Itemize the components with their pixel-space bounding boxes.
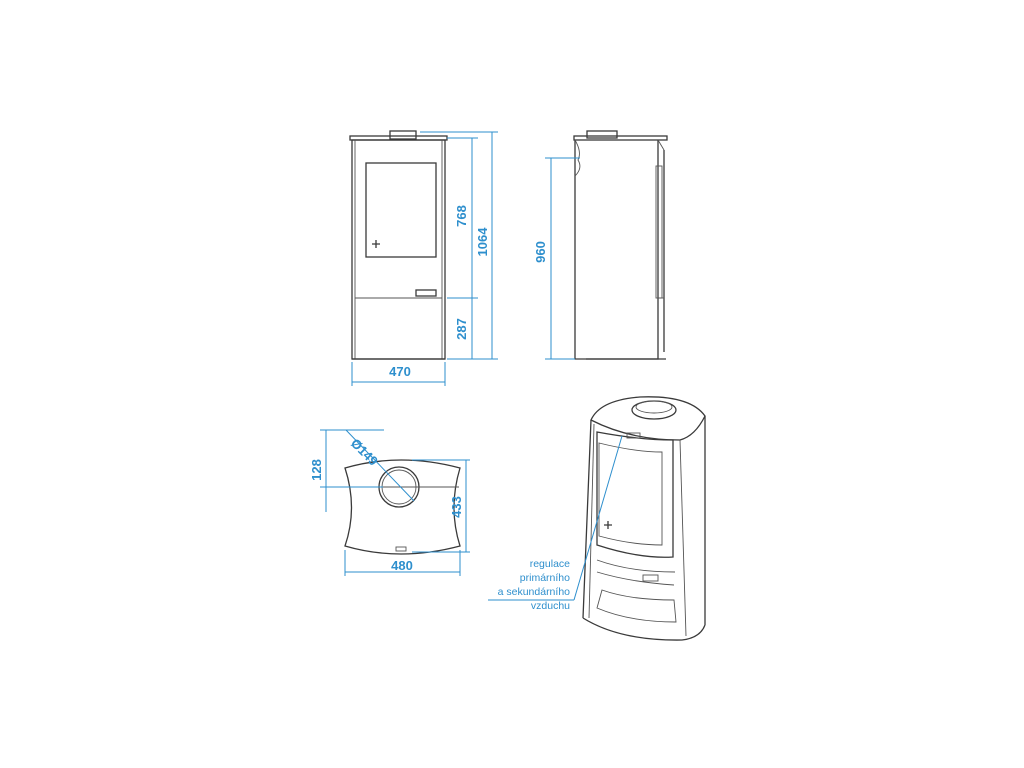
dim-base-height: 287 <box>454 318 469 340</box>
iso-view <box>582 396 706 641</box>
iso-door <box>596 431 674 558</box>
iso-door-glass <box>598 442 663 546</box>
dim-top-depth: 433 <box>449 496 464 518</box>
side-view <box>573 130 668 360</box>
callout-line-2: primárního <box>520 572 570 584</box>
dim-front-width: 470 <box>389 364 411 379</box>
iso-body <box>582 416 706 641</box>
callout-leader <box>488 435 623 601</box>
front-dimensions <box>351 131 498 386</box>
callout-line-1: regulace <box>530 558 570 570</box>
door-handle-icon <box>372 240 380 248</box>
side-flue-collar <box>586 130 618 139</box>
side-body <box>574 140 659 360</box>
dim-flue-offset: 128 <box>309 459 324 481</box>
top-dimensions <box>320 429 470 576</box>
iso-door-handle-icon <box>604 521 612 529</box>
callout-line-3: a sekundárního <box>498 586 571 598</box>
top-outline <box>344 459 461 555</box>
dim-total-height: 1064 <box>475 227 490 257</box>
flue-collar <box>389 130 417 140</box>
side-handle <box>655 165 663 299</box>
air-control-lever <box>415 289 437 297</box>
dim-side-height: 960 <box>533 241 548 263</box>
dim-door-height: 768 <box>454 205 469 227</box>
side-dimensions <box>545 157 580 360</box>
iso-air-lever <box>642 574 659 582</box>
iso-ash-compartment <box>596 589 677 623</box>
front-view <box>349 130 448 360</box>
door-glass <box>365 162 437 258</box>
callout-line-4: vzduchu <box>531 600 570 612</box>
side-top-plate <box>573 135 668 141</box>
dim-top-width: 480 <box>391 558 413 573</box>
top-view <box>344 459 461 555</box>
